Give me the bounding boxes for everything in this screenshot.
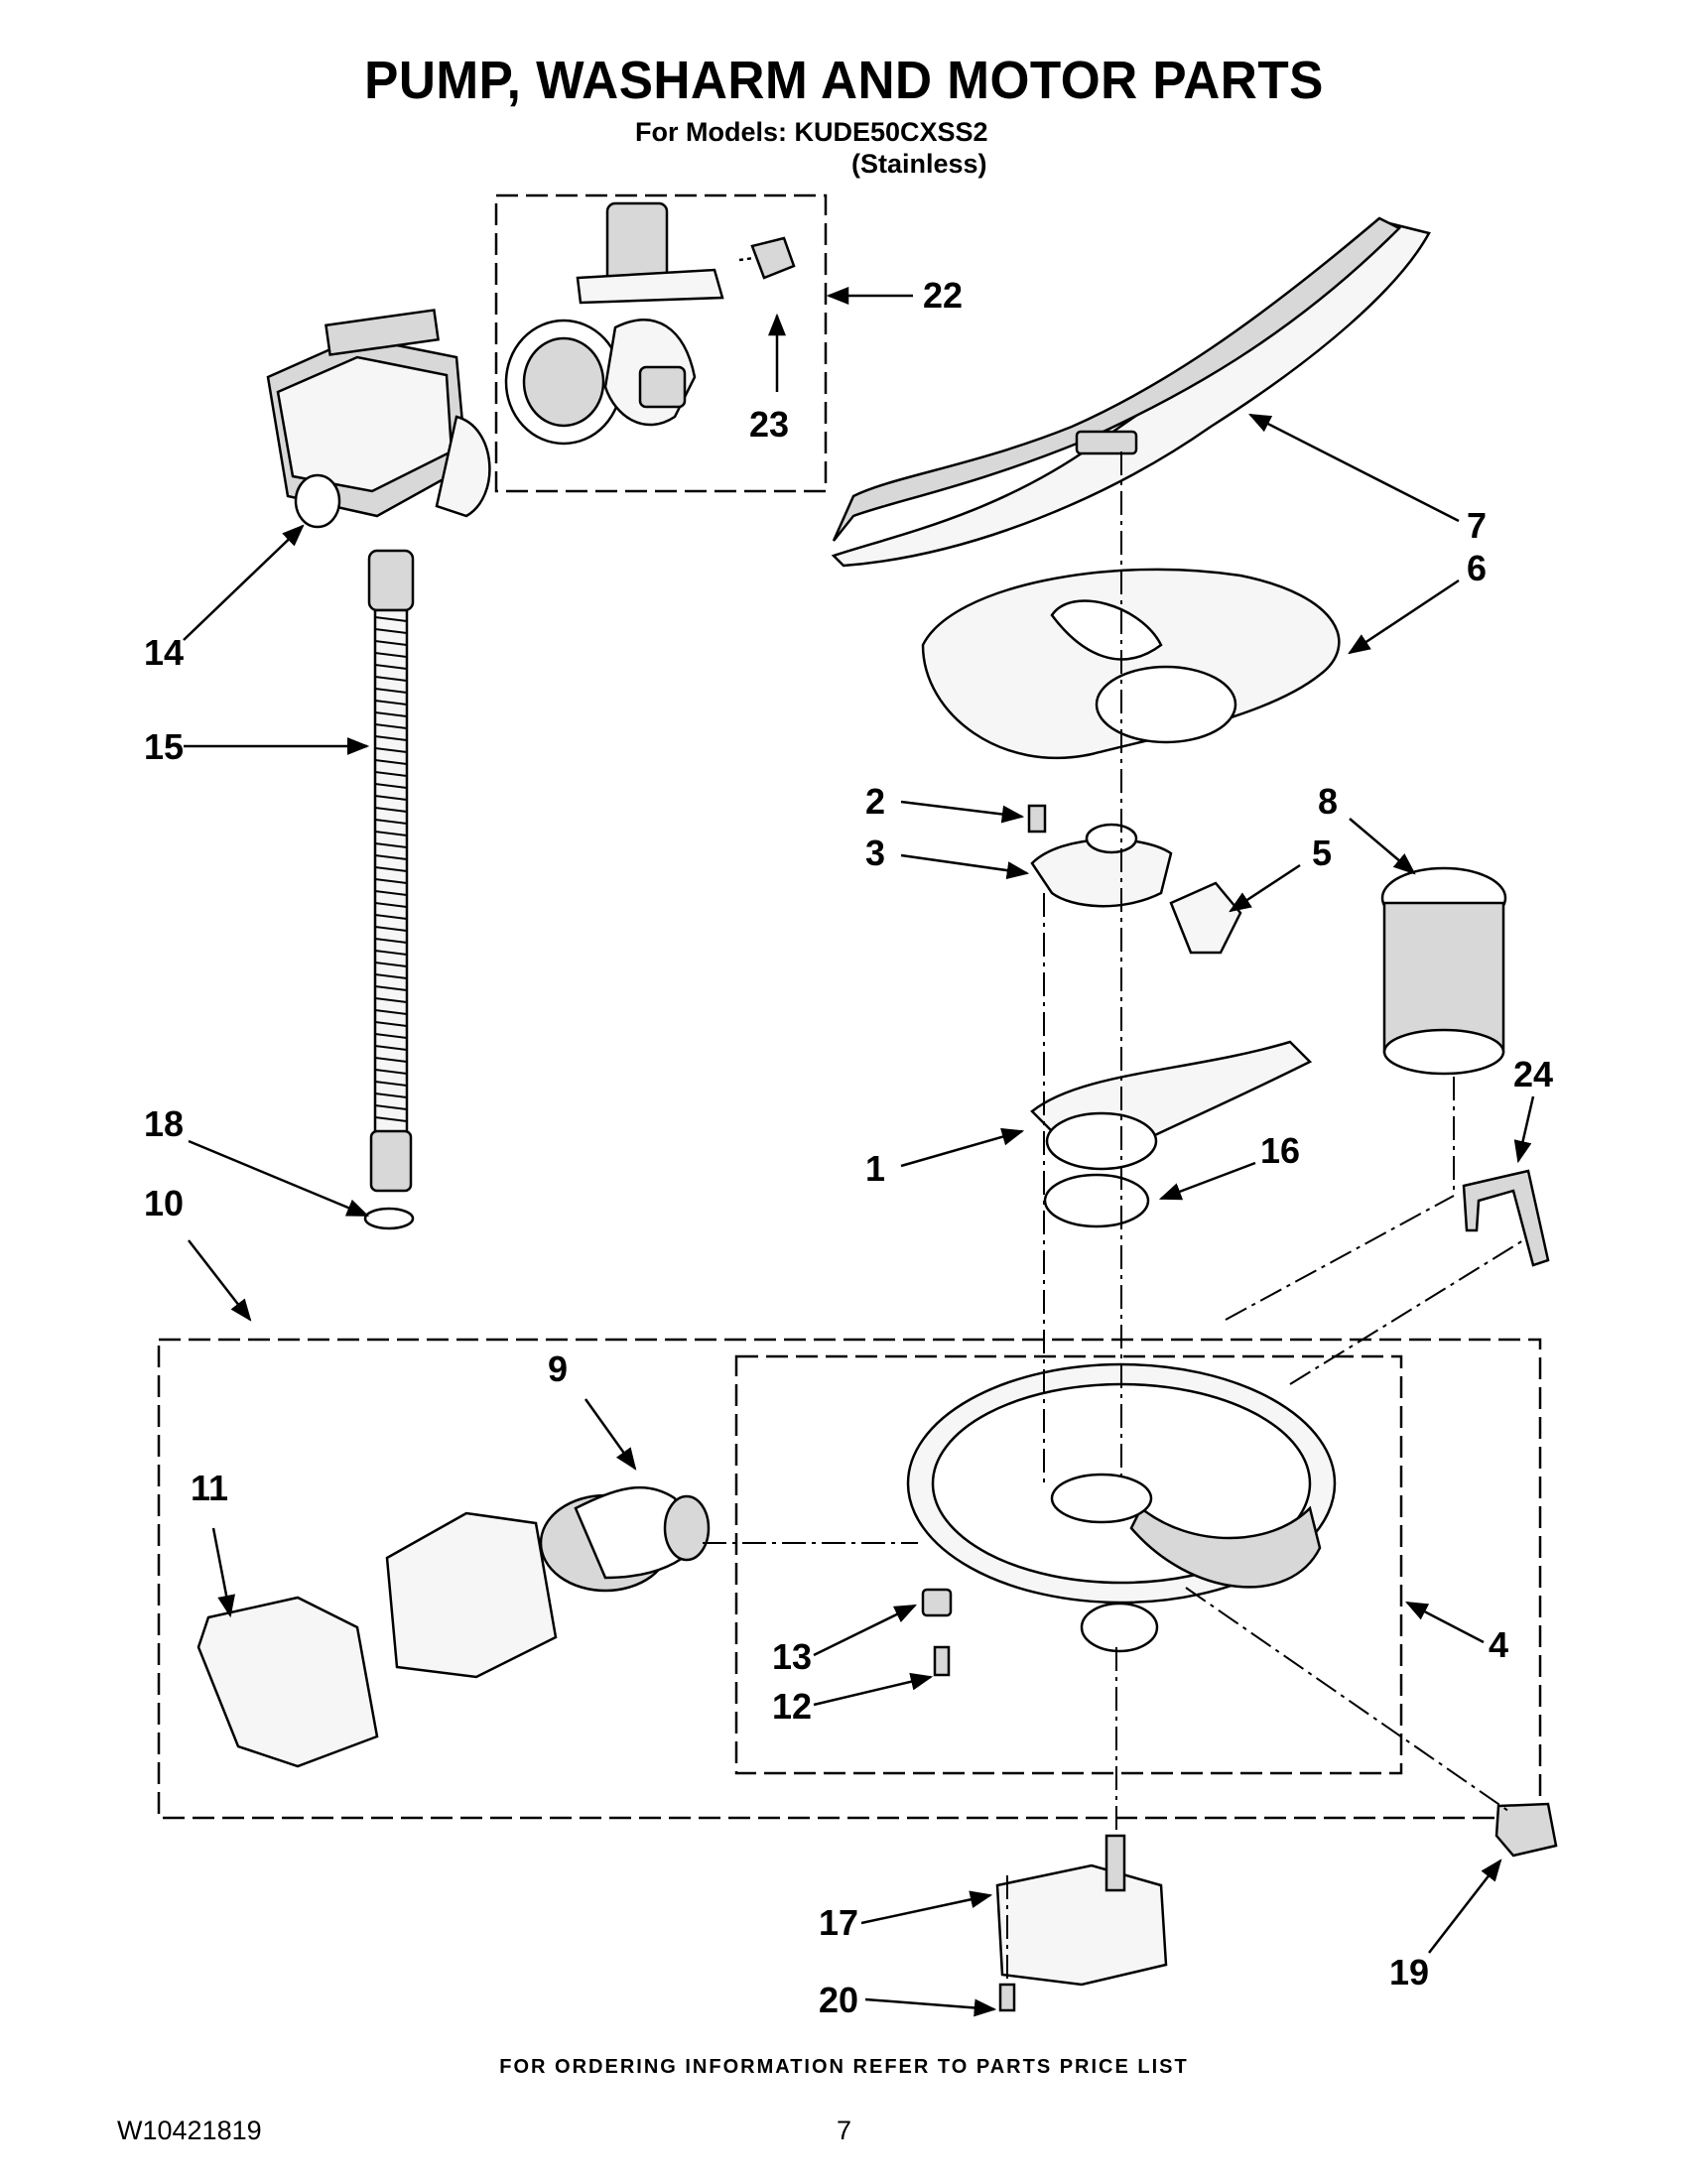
leader-arrows: [183, 287, 1535, 2017]
callout-7: 7: [1467, 505, 1487, 546]
callout-19: 19: [1389, 1952, 1429, 1992]
hose-rib: [374, 700, 408, 706]
manifold-part-1: [1030, 1040, 1313, 1171]
hose-rib: [374, 938, 408, 944]
ordering-note: FOR ORDERING INFORMATION REFER TO PARTS …: [499, 2056, 1189, 2078]
hose-rib: [374, 783, 408, 789]
callout-18: 18: [144, 1103, 184, 1144]
drain-pump-motor-part-14: [266, 309, 491, 529]
sensor-part-19: [1494, 1802, 1558, 1858]
callout-11: 11: [191, 1468, 228, 1508]
hose-rib: [374, 997, 408, 1003]
hose-rib: [374, 747, 408, 753]
callout-22: 22: [923, 275, 963, 316]
callout-3: 3: [865, 833, 885, 873]
page-title: PUMP, WASHARM AND MOTOR PARTS: [364, 51, 1324, 110]
sump-assembly-part-4: [906, 1362, 1337, 1653]
hose-rib: [374, 628, 408, 634]
callout-10: 10: [144, 1183, 184, 1223]
callout-4: 4: [1489, 1624, 1508, 1665]
lower-washarm-part-7: [831, 216, 1431, 568]
hose-rib: [374, 1104, 408, 1110]
hose-rib: [374, 616, 408, 622]
callout-24: 24: [1513, 1054, 1553, 1094]
hose-rib: [374, 878, 408, 884]
bracket-part-13: [921, 1588, 953, 1617]
hose-rib: [374, 759, 408, 765]
hose-rib: [374, 795, 408, 801]
callout-20: 20: [819, 1980, 858, 2020]
hose-rib: [374, 973, 408, 979]
seal-part-16: [1043, 1173, 1150, 1228]
callout-9: 9: [548, 1349, 568, 1389]
hose-rib: [374, 890, 408, 896]
drain-hose-part-15: [367, 549, 415, 1193]
hose-rib: [374, 854, 408, 860]
hose-rib: [374, 819, 408, 825]
callout-8: 8: [1318, 781, 1338, 822]
hose-rib: [374, 914, 408, 920]
assembly-box-4: [734, 1354, 1403, 1775]
hose-rib: [374, 676, 408, 682]
callout-5: 5: [1312, 833, 1332, 873]
finish-line: (Stainless): [851, 149, 987, 179]
hose-rib: [374, 926, 408, 932]
page-number: 7: [837, 2116, 852, 2145]
document-number: W10421819: [117, 2116, 262, 2145]
assembly-box-22: [494, 193, 828, 493]
callout-12: 12: [772, 1686, 812, 1727]
assembly-box-10: [157, 1338, 1542, 1820]
hose-clamp-part-18: [363, 1207, 415, 1230]
callout-1: 1: [865, 1148, 885, 1189]
circulation-motor-part-9: [385, 1485, 711, 1679]
hose-rib: [374, 652, 408, 658]
hub-plate-part-3: [1030, 823, 1173, 908]
callout-14: 14: [144, 632, 184, 673]
pump-housing-part-22: [504, 201, 724, 446]
screw-part-2: [1027, 804, 1047, 834]
hose-rib: [374, 664, 408, 670]
screw-part-12: [933, 1645, 951, 1677]
connector-part-23: [738, 236, 796, 280]
clip-part-24: [1462, 1169, 1550, 1267]
hose-rib: [374, 902, 408, 908]
callout-15: 15: [144, 726, 184, 767]
hose-rib: [374, 1092, 408, 1098]
hose-rib: [374, 735, 408, 741]
callout-17: 17: [819, 1902, 858, 1943]
filter-assembly-part-8: [1380, 866, 1507, 1076]
motor-cover-part-11: [196, 1596, 379, 1768]
impeller-part-5: [1169, 881, 1242, 955]
hose-rib: [374, 985, 408, 991]
callout-2: 2: [865, 781, 885, 822]
hose-rib: [374, 807, 408, 813]
hose-rib: [374, 1009, 408, 1015]
hose-rib: [374, 962, 408, 967]
hose-rib: [374, 640, 408, 646]
hose-rib: [374, 1116, 408, 1122]
hose-rib: [374, 711, 408, 717]
hose-rib: [374, 1045, 408, 1051]
hose-rib: [374, 1021, 408, 1027]
hose-rib: [374, 831, 408, 836]
hose-rib: [374, 688, 408, 694]
models-line: For Models: KUDE50CXSS2: [635, 117, 988, 147]
diverter-motor-part-17: [995, 1834, 1168, 1987]
hose-rib: [374, 866, 408, 872]
callout-13: 13: [772, 1636, 812, 1677]
hose-rib: [374, 842, 408, 848]
hose-rib: [374, 1033, 408, 1039]
hose-rib: [374, 723, 408, 729]
spray-shield-part-6: [921, 568, 1341, 760]
callout-16: 16: [1260, 1130, 1300, 1171]
hose-rib: [374, 1069, 408, 1075]
hose-rib: [374, 771, 408, 777]
hose-rib: [374, 1057, 408, 1063]
hose-rib: [374, 1081, 408, 1087]
screw-part-20: [998, 1983, 1016, 2012]
callout-6: 6: [1467, 548, 1487, 588]
callout-23: 23: [749, 404, 789, 445]
hose-rib: [374, 950, 408, 956]
